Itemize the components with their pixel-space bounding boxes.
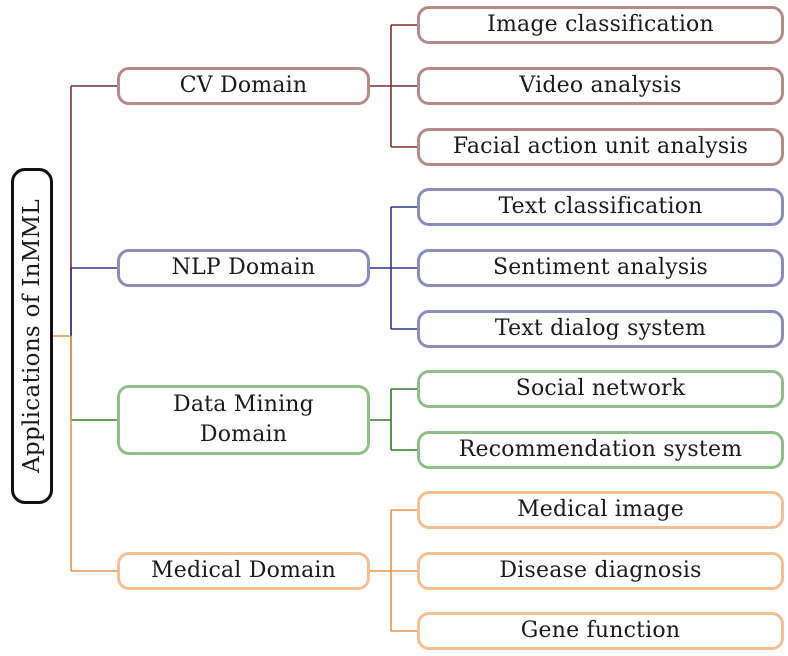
leaf-label: Facial action unit analysis: [452, 134, 749, 159]
domain-cv-label: CV Domain: [179, 73, 308, 98]
leaf-medical-image: Medical image: [417, 491, 784, 529]
leaf-label: Sentiment analysis: [492, 255, 709, 280]
leaf-label: Text classification: [498, 194, 703, 219]
leaf-text-classification: Text classification: [417, 188, 784, 226]
leaf-facial-action-unit-analysis: Facial action unit analysis: [417, 128, 784, 166]
leaf-sentiment-analysis: Sentiment analysis: [417, 249, 784, 287]
leaf-image-classification: Image classification: [417, 6, 784, 44]
domain-nlp: NLP Domain: [117, 249, 370, 287]
leaf-label: Text dialog system: [494, 316, 707, 341]
leaf-label: Recommendation system: [458, 437, 743, 462]
leaf-label: Social network: [515, 376, 686, 401]
domain-cv: CV Domain: [117, 67, 370, 105]
leaf-label: Video analysis: [519, 73, 682, 98]
leaf-video-analysis: Video analysis: [417, 67, 784, 105]
leaf-social-network: Social network: [417, 370, 784, 408]
domain-data-mining: Data Mining Domain: [117, 385, 370, 455]
domain-medical: Medical Domain: [117, 552, 370, 590]
leaf-disease-diagnosis: Disease diagnosis: [417, 552, 784, 590]
root-node: Applications of InMML: [11, 168, 53, 504]
domain-data-mining-label: Data Mining Domain: [173, 392, 314, 447]
leaf-label: Disease diagnosis: [499, 558, 702, 583]
leaf-label: Gene function: [520, 618, 681, 643]
domain-medical-label: Medical Domain: [151, 558, 336, 583]
leaf-gene-function: Gene function: [417, 612, 784, 650]
leaf-recommendation-system: Recommendation system: [417, 431, 784, 469]
domain-nlp-label: NLP Domain: [171, 255, 316, 280]
leaf-label: Image classification: [487, 12, 714, 37]
leaf-label: Medical image: [517, 497, 684, 522]
root-label: Applications of InMML: [19, 199, 45, 473]
leaf-text-dialog-system: Text dialog system: [417, 310, 784, 348]
